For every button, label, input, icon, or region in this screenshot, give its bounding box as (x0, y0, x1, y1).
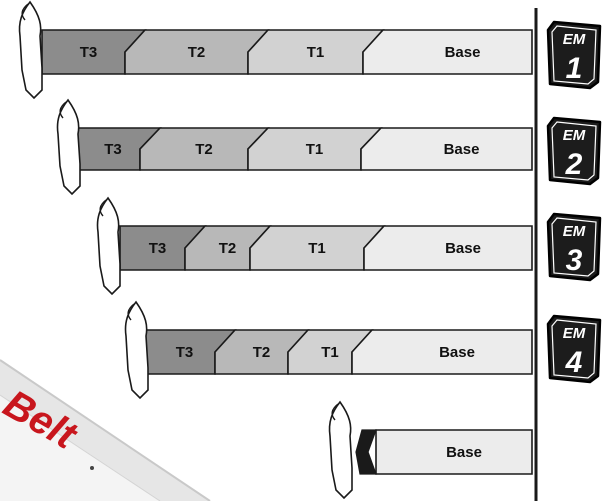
badge-prefix: EM (563, 127, 586, 144)
segment-base (351, 329, 533, 375)
base-wedge (355, 429, 377, 475)
pen-tip-curl (21, 3, 29, 21)
segment-label-t2: T2 (188, 44, 206, 61)
tape-row-3: T3 T2 T1 Base (96, 196, 533, 296)
tape-row-5: Base (328, 400, 533, 500)
pen-tip-curl (127, 303, 135, 321)
segment-label-t3: T3 (176, 344, 194, 361)
segment-label-base: Base (439, 344, 475, 361)
badge-number: 3 (566, 244, 583, 277)
segment-label-t3: T3 (80, 44, 98, 61)
tape-row-4: T3 T2 T1 Base (124, 300, 533, 400)
segment-base (360, 127, 533, 171)
pen-tip-curl (59, 101, 67, 119)
em-badge-4: EM 4 (546, 314, 602, 384)
segment-label-base: Base (445, 44, 481, 61)
em-badge-3: EM 3 (546, 212, 602, 282)
segment-label-base: Base (445, 240, 481, 257)
segment-label-t1: T1 (321, 344, 339, 361)
segment-label-t1: T1 (306, 141, 324, 158)
tape-row-2: T3 T2 T1 Base (56, 98, 533, 196)
badge-prefix: EM (563, 31, 586, 48)
segment-label-base: Base (446, 444, 482, 461)
segment-label-t1: T1 (308, 240, 326, 257)
pen-tip-curl (99, 199, 107, 217)
segment-label-t3: T3 (149, 240, 167, 257)
segment-label-t1: T1 (307, 44, 325, 61)
em-badge-2: EM 2 (546, 116, 602, 186)
em-badge-1: EM 1 (546, 20, 602, 90)
segment-label-t2: T2 (195, 141, 213, 158)
badge-prefix: EM (563, 223, 586, 240)
segment-base (362, 29, 533, 75)
belt-logo: Belt (0, 359, 211, 501)
segment-label-t3: T3 (104, 141, 122, 158)
segment-base (375, 429, 533, 475)
pen-tip-curl (331, 403, 339, 421)
tape-row-1: T3 T2 T1 Base (18, 0, 533, 100)
segment-label-t2: T2 (253, 344, 271, 361)
segment-base (363, 225, 533, 271)
badge-number: 1 (566, 52, 583, 85)
badge-number: 4 (565, 346, 583, 379)
badge-prefix: EM (563, 325, 586, 342)
segment-label-base: Base (444, 141, 480, 158)
badge-number: 2 (565, 148, 583, 181)
segment-label-t2: T2 (219, 240, 237, 257)
